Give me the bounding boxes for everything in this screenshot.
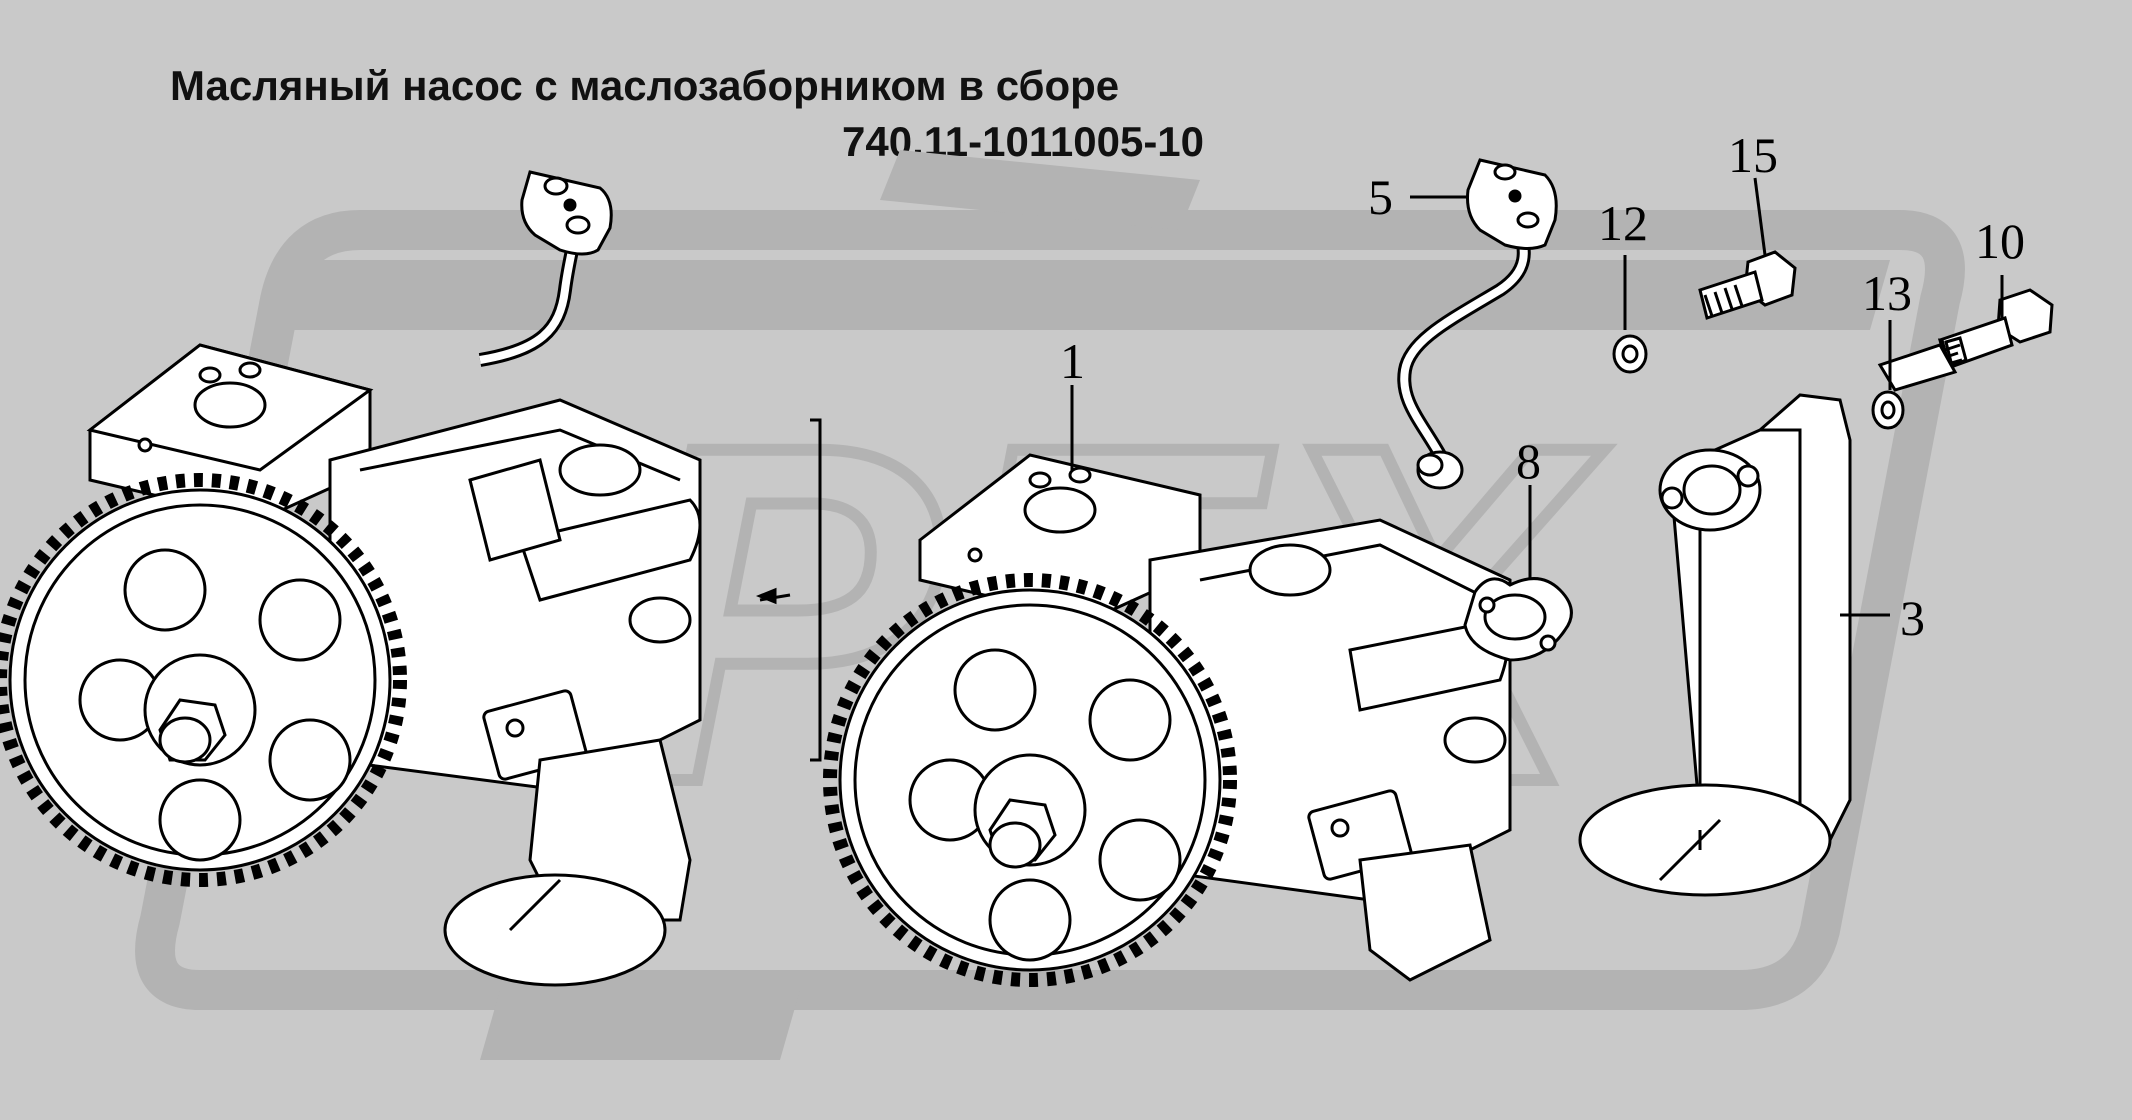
- drive-gear-center: [823, 573, 1237, 987]
- callouts: [1070, 177, 2004, 617]
- oil-pump-part-1: [755, 418, 1512, 987]
- callout-3: 3: [1900, 590, 1925, 646]
- bolt-part-15: [1698, 250, 1797, 320]
- intake-screen-left: [443, 873, 667, 987]
- callout-15: 15: [1728, 127, 1778, 183]
- callout-8: 8: [1516, 433, 1541, 489]
- callout-10: 10: [1975, 213, 2025, 269]
- oil-pipe-part-5: [1397, 158, 1558, 490]
- callout-1: 1: [1060, 333, 1085, 389]
- oil-intake-part-3: [1578, 393, 1852, 897]
- leader-15: [1753, 177, 1767, 256]
- bolt-part-10: [1877, 288, 2054, 392]
- callout-5: 5: [1368, 169, 1393, 225]
- diagram-title: Масляный насос с маслозаборником в сборе: [170, 62, 1120, 109]
- drive-gear-left: [0, 473, 407, 887]
- callout-12: 12: [1598, 195, 1648, 251]
- callout-13: 13: [1862, 265, 1912, 321]
- gasket-part-8: [1463, 577, 1573, 662]
- pipe-flange-left: [520, 170, 613, 256]
- washer-part-13: [1871, 390, 1905, 430]
- washer-part-12: [1612, 334, 1648, 374]
- assembled-oil-pump: [0, 170, 702, 987]
